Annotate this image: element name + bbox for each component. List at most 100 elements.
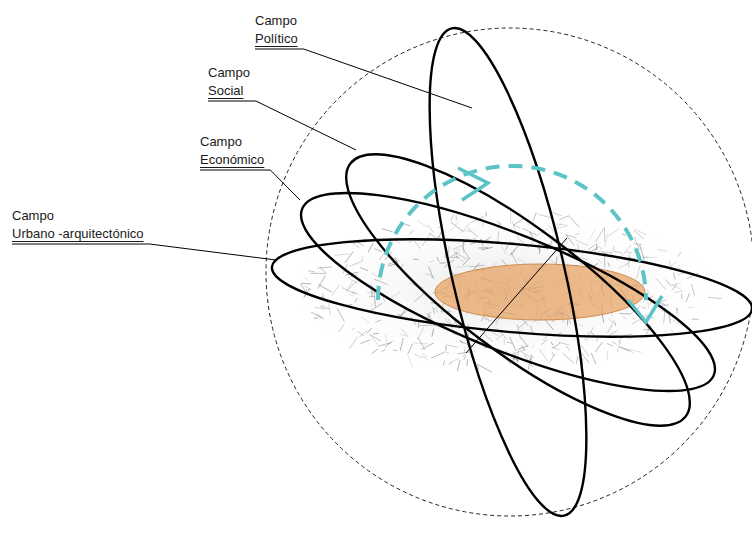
- sketch-stroke: [433, 309, 434, 314]
- sketch-stroke: [421, 343, 433, 350]
- sketch-stroke: [517, 349, 519, 362]
- sketch-stroke: [425, 274, 431, 275]
- sketch-stroke: [451, 214, 454, 222]
- sketch-stroke: [532, 345, 534, 349]
- sketch-stroke: [509, 249, 515, 256]
- sketch-stroke: [591, 353, 596, 364]
- sketch-stroke: [367, 328, 372, 333]
- sketch-stroke: [448, 318, 453, 328]
- sketch-stroke: [578, 244, 579, 251]
- sketch-stroke: [360, 340, 370, 344]
- sketch-stroke: [681, 294, 682, 299]
- sketch-stroke: [352, 328, 356, 331]
- sketch-stroke: [318, 275, 326, 289]
- sketch-stroke: [408, 344, 412, 354]
- sketch-stroke: [454, 254, 464, 262]
- sketch-stroke: [517, 234, 518, 239]
- sketch-stroke: [608, 324, 613, 333]
- sketch-stroke: [413, 259, 418, 261]
- sketch-stroke: [456, 215, 457, 220]
- sketch-stroke: [407, 353, 412, 367]
- label-line: Campo: [255, 12, 298, 30]
- sketch-stroke: [447, 251, 458, 259]
- sketch-stroke: [586, 327, 593, 341]
- sketch-stroke: [596, 243, 597, 249]
- sketch-stroke: [401, 263, 403, 268]
- sketch-stroke: [634, 237, 639, 250]
- sketch-stroke: [622, 316, 626, 319]
- sketch-stroke: [641, 307, 646, 309]
- sketch-stroke: [374, 292, 375, 307]
- sketch-stroke: [504, 337, 505, 345]
- leader-lines: [12, 49, 472, 260]
- sketch-stroke: [371, 349, 378, 354]
- label-line: Político: [255, 30, 298, 48]
- sketch-stroke: [461, 224, 470, 233]
- sketch-stroke: [483, 333, 493, 342]
- sketch-stroke: [455, 248, 461, 250]
- field-ellipses: [268, 16, 752, 528]
- sketch-stroke: [589, 230, 595, 239]
- sketch-stroke: [522, 228, 528, 231]
- sketch-stroke: [608, 262, 610, 266]
- sketch-stroke: [439, 262, 446, 264]
- sketch-stroke: [572, 338, 575, 341]
- city-sketch-ground: [290, 205, 720, 375]
- sketch-stroke: [318, 284, 331, 292]
- sketch-stroke: [608, 318, 615, 324]
- sketch-stroke: [409, 240, 413, 243]
- sketch-stroke: [678, 252, 682, 257]
- sketch-stroke: [478, 365, 492, 372]
- sketch-stroke: [318, 267, 333, 268]
- sketch-stroke: [349, 294, 354, 295]
- sketch-stroke: [552, 352, 554, 356]
- core-ellipse: [435, 264, 645, 320]
- sketch-stroke: [541, 340, 547, 345]
- sketch-stroke: [576, 356, 578, 364]
- sketch-stroke: [486, 211, 487, 216]
- sketch-stroke: [404, 224, 410, 226]
- sketch-stroke: [607, 343, 613, 346]
- sketch-stroke: [615, 322, 616, 326]
- sketch-stroke: [678, 265, 679, 270]
- sketch-stroke: [551, 347, 558, 350]
- sketch-stroke: [588, 245, 595, 250]
- sketch-stroke: [374, 249, 382, 252]
- sketch-stroke: [385, 334, 387, 342]
- sketch-stroke: [597, 337, 598, 341]
- sketch-stroke: [553, 343, 560, 348]
- sketch-stroke: [374, 279, 388, 284]
- sketch-stroke: [634, 230, 644, 239]
- sketch-stroke: [418, 323, 419, 328]
- cycle-arc: [378, 166, 646, 300]
- sketch-stroke: [345, 252, 353, 263]
- sketch-stroke: [346, 282, 352, 292]
- sketch-stroke: [563, 353, 574, 363]
- sketch-stroke: [598, 251, 612, 252]
- sketch-stroke: [431, 352, 444, 358]
- sketch-stroke: [414, 354, 422, 358]
- sketch-stroke: [456, 266, 470, 267]
- sketch-stroke: [634, 243, 642, 244]
- sketch-stroke: [672, 283, 677, 290]
- sketch-stroke: [608, 229, 619, 237]
- sketch-stroke: [595, 342, 602, 352]
- sketch-stroke: [339, 324, 345, 332]
- sketch-stroke: [538, 214, 551, 218]
- sketch-stroke: [393, 349, 397, 351]
- sketch-stroke: [671, 262, 676, 267]
- sketch-stroke: [622, 234, 626, 235]
- sketch-stroke: [414, 292, 425, 301]
- leader-line: [12, 244, 276, 260]
- sketch-stroke: [677, 273, 684, 274]
- sketch-stroke: [533, 212, 537, 221]
- sketch-stroke: [539, 349, 548, 362]
- sketch-stroke: [321, 305, 324, 308]
- sketch-stroke: [445, 346, 446, 351]
- cycle-arrowhead: [458, 168, 488, 200]
- axis-line: [466, 238, 567, 353]
- sketch-stroke: [429, 260, 434, 262]
- sketch-stroke: [428, 312, 430, 317]
- sketch-stroke: [555, 224, 567, 225]
- sketch-stroke: [383, 297, 384, 302]
